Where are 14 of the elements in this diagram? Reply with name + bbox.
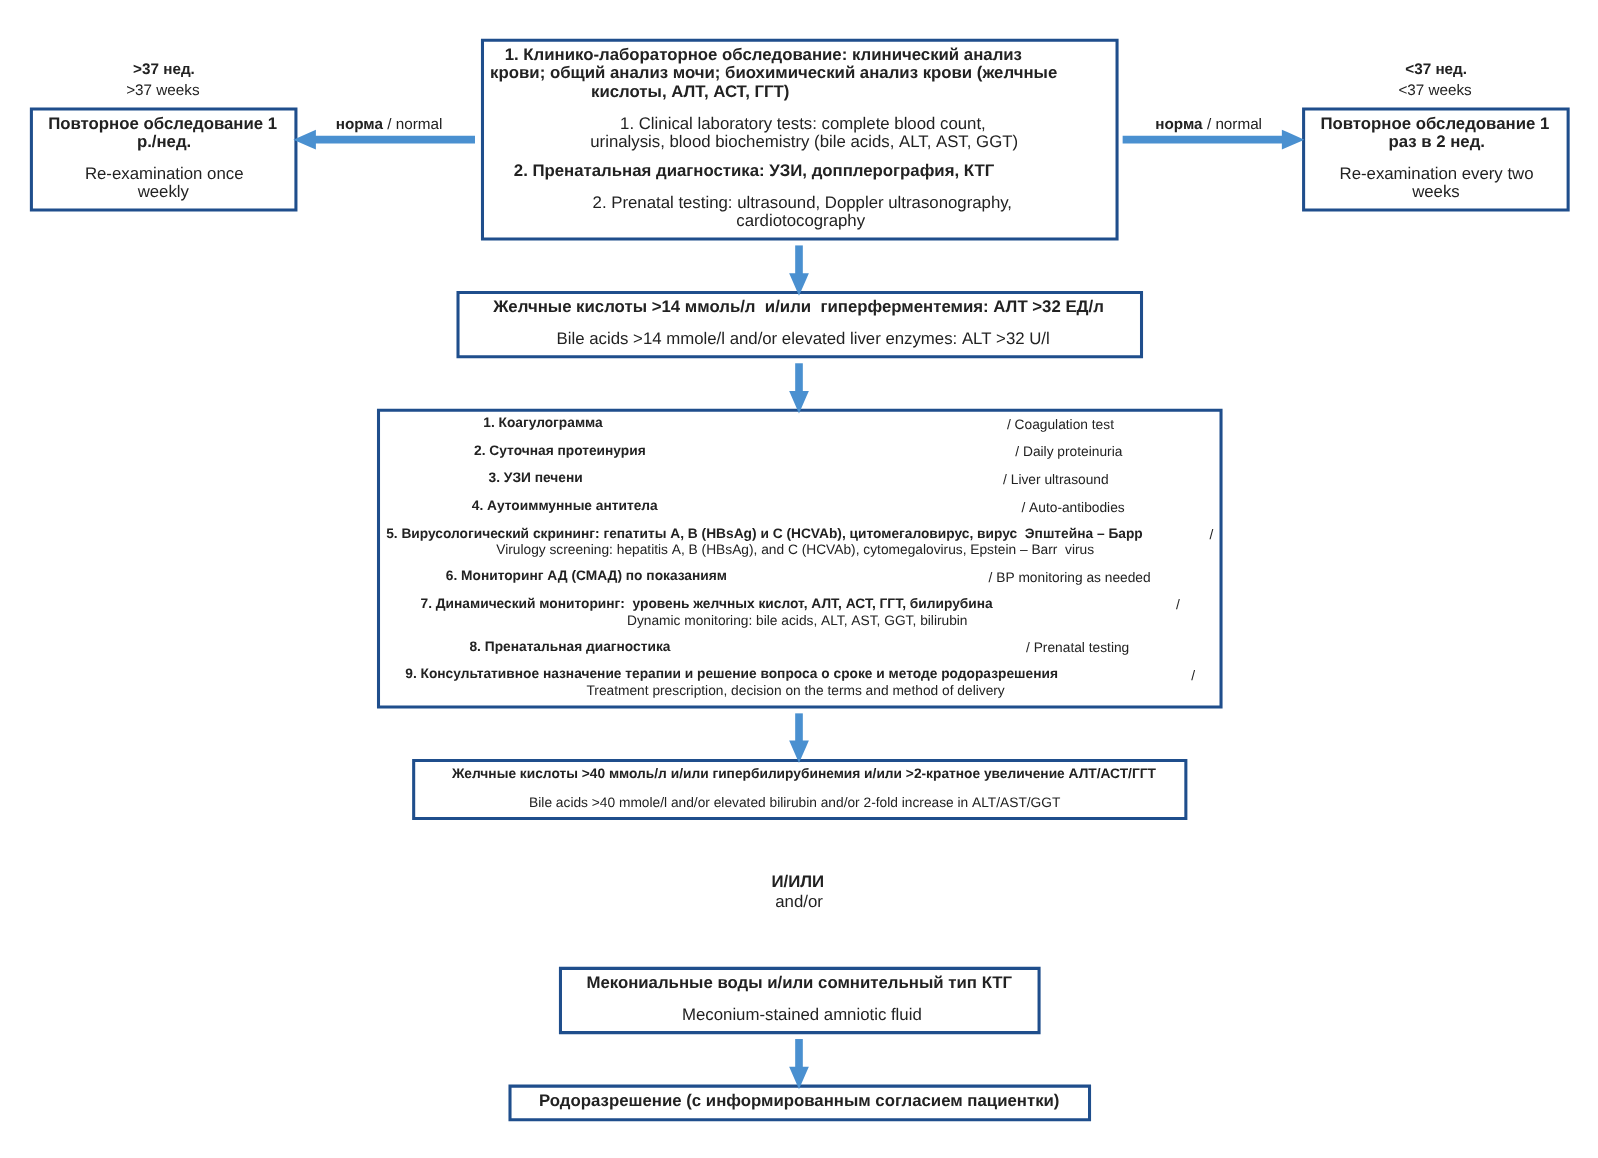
node-label: <37 нед. [1405, 58, 1467, 77]
node-label: <37 weeks [1398, 80, 1472, 99]
arrow [789, 244, 809, 295]
arrow [789, 712, 809, 763]
edge-label: норма / normal [335, 113, 443, 132]
label: and/or [775, 889, 823, 910]
edge-label: норма / normal [1155, 113, 1263, 132]
arrow [1122, 128, 1305, 149]
label: И/ИЛИ [771, 870, 825, 891]
arrow [789, 1038, 809, 1089]
arrow [293, 128, 475, 149]
node-label: >37 weeks [126, 80, 200, 99]
arrow [789, 362, 809, 413]
node-label: >37 нед. [133, 58, 195, 77]
